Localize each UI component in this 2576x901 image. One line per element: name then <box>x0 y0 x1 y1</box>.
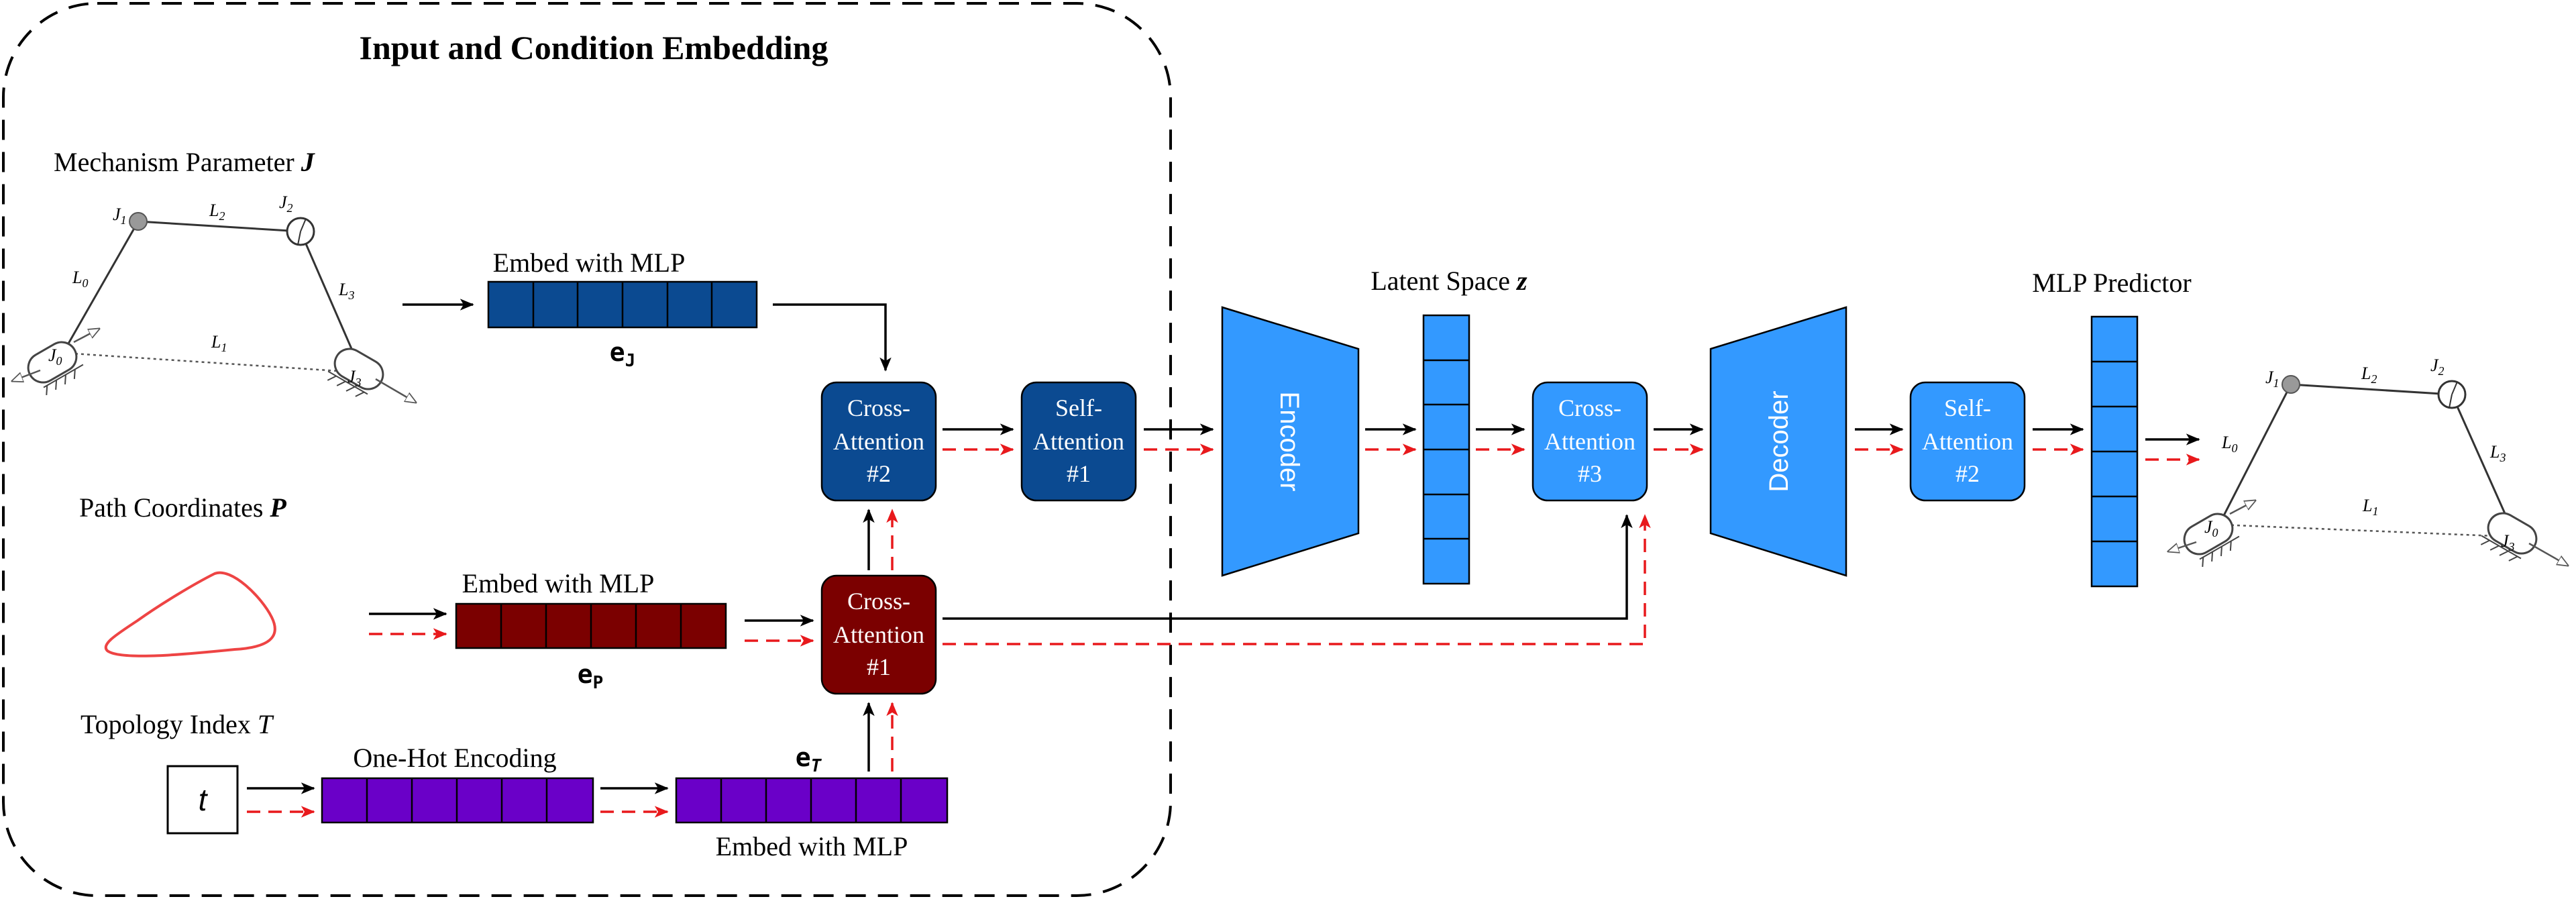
svg-text:Attention: Attention <box>1544 428 1635 455</box>
decoder-block <box>1709 306 1847 577</box>
linkage-input-illustration: J1 L2 J2 L0 L3 L1 J0 J3 <box>12 193 416 404</box>
svg-text:Cross-: Cross- <box>1558 394 1621 421</box>
svg-text:Attention: Attention <box>833 621 924 648</box>
svg-text:J2: J2 <box>2430 356 2445 378</box>
embedding-vector-t <box>675 777 949 824</box>
svg-text:Attention: Attention <box>833 428 924 455</box>
encoder-block <box>1221 306 1360 577</box>
predictor-vector <box>2090 315 2139 588</box>
svg-text:Attention: Attention <box>1033 428 1124 455</box>
path-coordinates-label: Path Coordinates P <box>79 492 286 523</box>
path-curve <box>104 571 276 657</box>
group-title: Input and Condition Embedding <box>360 29 828 66</box>
svg-text:L2: L2 <box>2361 364 2377 386</box>
svg-text:L2: L2 <box>209 201 225 223</box>
svg-text:L3: L3 <box>2489 442 2506 464</box>
topology-input-box <box>166 765 239 835</box>
mlp-predictor-label: MLP Predictor <box>2032 268 2191 298</box>
embed-mlp-t-label: Embed with MLP <box>716 831 908 861</box>
embedding-group-frame <box>2 2 1172 897</box>
svg-text:L0: L0 <box>2221 433 2237 455</box>
svg-text:J0: J0 <box>48 346 62 368</box>
svg-text:L3: L3 <box>338 280 354 302</box>
mechanism-parameter-label: Mechanism Parameter J <box>54 147 316 177</box>
svg-text:J0: J0 <box>2204 517 2218 539</box>
embedding-vector-j <box>487 280 758 329</box>
svg-text:#1: #1 <box>867 653 891 680</box>
cross-attention-3-block: Cross- Attention #3 <box>1532 381 1648 502</box>
svg-text:Attention: Attention <box>1922 428 2013 455</box>
cross-attention-2-block: Cross- Attention #2 <box>820 381 937 502</box>
cross-attention-1-block: Cross- Attention #1 <box>820 574 937 695</box>
svg-text:L0: L0 <box>72 268 88 290</box>
linkage-output-illustration: J1 L2 J2 L0 L3 L1 J0 J3 <box>2168 356 2568 567</box>
encoder-label: Encoder <box>1275 392 1304 492</box>
svg-text:#1: #1 <box>1067 460 1091 487</box>
svg-text:Cross-: Cross- <box>847 588 910 615</box>
svg-text:Self-: Self- <box>1944 394 1991 421</box>
svg-text:J3: J3 <box>2501 531 2515 553</box>
decoder-label: Decoder <box>1764 390 1794 492</box>
topology-value: t <box>199 782 209 817</box>
svg-text:L1: L1 <box>2362 496 2378 518</box>
svg-text:Self-: Self- <box>1055 394 1102 421</box>
svg-text:J1: J1 <box>113 205 127 227</box>
latent-space-label: Latent Space z <box>1371 266 1527 296</box>
svg-text:J2: J2 <box>279 193 293 215</box>
embed-mlp-p-label: Embed with MLP <box>462 568 655 598</box>
e-p-symbol: eP <box>578 659 604 693</box>
one-hot-vector <box>321 777 594 824</box>
svg-text:J1: J1 <box>2265 368 2279 390</box>
svg-text:Cross-: Cross- <box>847 394 910 421</box>
e-j-symbol: eJ <box>610 337 636 371</box>
embed-mlp-j-label: Embed with MLP <box>493 248 686 278</box>
e-t-symbol: eT <box>796 743 822 776</box>
svg-text:#3: #3 <box>1578 460 1602 487</box>
self-attention-1-block: Self- Attention #1 <box>1020 381 1137 502</box>
flow-arrows <box>247 299 2200 818</box>
one-hot-encoding-label: One-Hot Encoding <box>353 743 556 773</box>
svg-text:#2: #2 <box>867 460 891 487</box>
self-attention-2-block: Self- Attention #2 <box>1909 381 2026 502</box>
embedding-vector-p <box>455 602 727 649</box>
svg-text:#2: #2 <box>1955 460 1980 487</box>
svg-text:L1: L1 <box>211 332 227 354</box>
svg-text:J3: J3 <box>347 367 362 389</box>
topology-index-label: Topology Index T <box>80 709 274 739</box>
latent-vector <box>1422 314 1470 585</box>
